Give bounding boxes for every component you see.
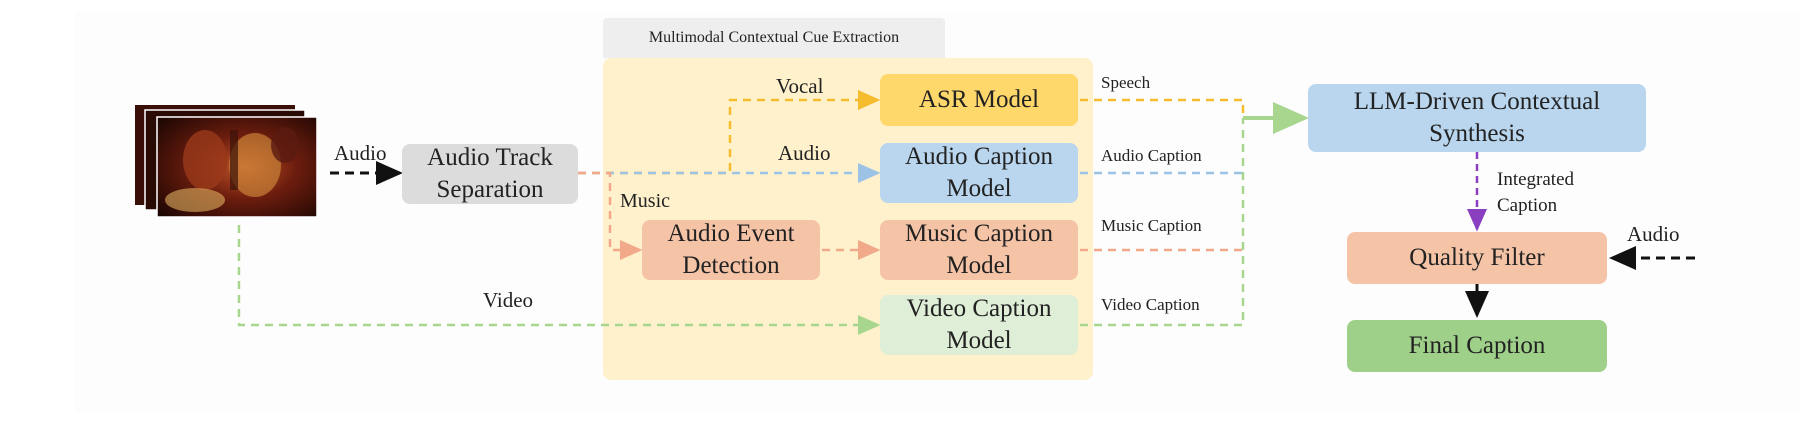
audio-branch-label: Audio [778,141,831,165]
cue-extraction-title: Multimodal Contextual Cue Extraction [603,18,945,58]
music-caption-output-label: Music Caption [1101,216,1202,235]
audio-input-label: Audio [334,141,387,165]
audio-event-detection-box: Audio Event Detection [642,220,820,280]
edge-music [578,171,643,260]
vocal-label: Vocal [776,74,824,98]
asr-model-box: ASR Model [880,74,1078,126]
video-caption-output-label: Video Caption [1101,295,1200,314]
llm-synthesis-box: LLM-Driven Contextual Synthesis [1308,84,1646,152]
music-label: Music [620,190,670,212]
integrated-caption-label: Integrated Caption [1497,169,1575,216]
edge-vocal [578,90,881,175]
speech-label: Speech [1101,73,1151,92]
edge-video [237,225,881,335]
video-frames-thumbnail [135,105,318,218]
video-label: Video [483,288,534,312]
edge-speech-out [1080,98,1245,118]
video-caption-model-box: Video Caption Model [880,295,1078,355]
audio-track-separation-box: Audio Track Separation [402,144,578,204]
audio-caption-model-box: Audio Caption Model [880,143,1078,203]
music-caption-model-box: Music Caption Model [880,220,1078,280]
quality-filter-box: Quality Filter [1347,232,1607,284]
audio-caption-output-label: Audio Caption [1101,146,1202,165]
edge-video-caption-out [1080,118,1245,327]
final-caption-box: Final Caption [1347,320,1607,372]
audio-right-label: Audio [1627,222,1680,246]
